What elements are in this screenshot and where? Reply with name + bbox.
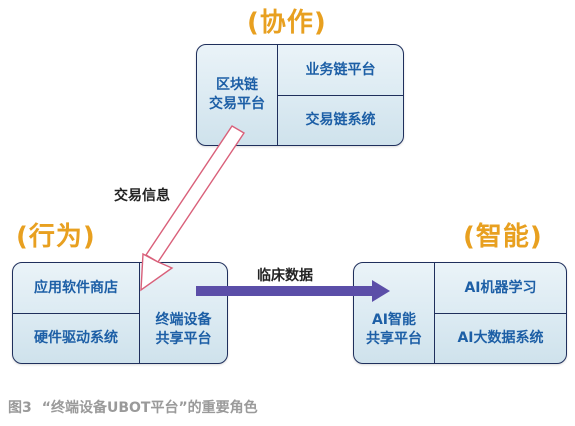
terminal-device-platform-box: 应用软件商店 硬件驱动系统 终端设备 共享平台 xyxy=(12,262,228,364)
transaction-chain-system-label: 交易链系统 xyxy=(305,112,376,129)
terminal-device-sharing-platform-label: 终端设备 共享平台 xyxy=(155,312,212,347)
hardware-driver-system-label: 硬件驱动系统 xyxy=(34,330,118,347)
role-title-behavior: (行为) xyxy=(16,222,96,252)
figure-number: 图3 xyxy=(8,400,32,416)
figure-caption-text: “终端设备UBOT平台”的重要角色 xyxy=(41,400,258,416)
ai-big-data-system-label: AI大数据系统 xyxy=(457,330,544,347)
business-chain-platform-label: 业务链平台 xyxy=(305,61,376,78)
transaction-info-arrow xyxy=(140,125,245,292)
transaction-info-label: 交易信息 xyxy=(114,188,170,204)
ai-platform-box: AI智能 共享平台 AI机器学习 AI大数据系统 xyxy=(353,262,567,364)
role-title-intelligence: (智能) xyxy=(463,222,543,252)
clinical-data-label: 临床数据 xyxy=(257,268,313,284)
blockchain-trading-platform-label: 区块链 交易平台 xyxy=(209,77,265,112)
ai-machine-learning-label: AI机器学习 xyxy=(464,279,537,296)
role-title-collaboration: (协作) xyxy=(247,8,327,38)
clinical-data-arrow xyxy=(196,280,390,302)
figure-caption: 图3 “终端设备UBOT平台”的重要角色 xyxy=(8,397,268,417)
app-store-label: 应用软件商店 xyxy=(34,279,118,296)
ai-sharing-platform-label: AI智能 共享平台 xyxy=(366,312,422,347)
